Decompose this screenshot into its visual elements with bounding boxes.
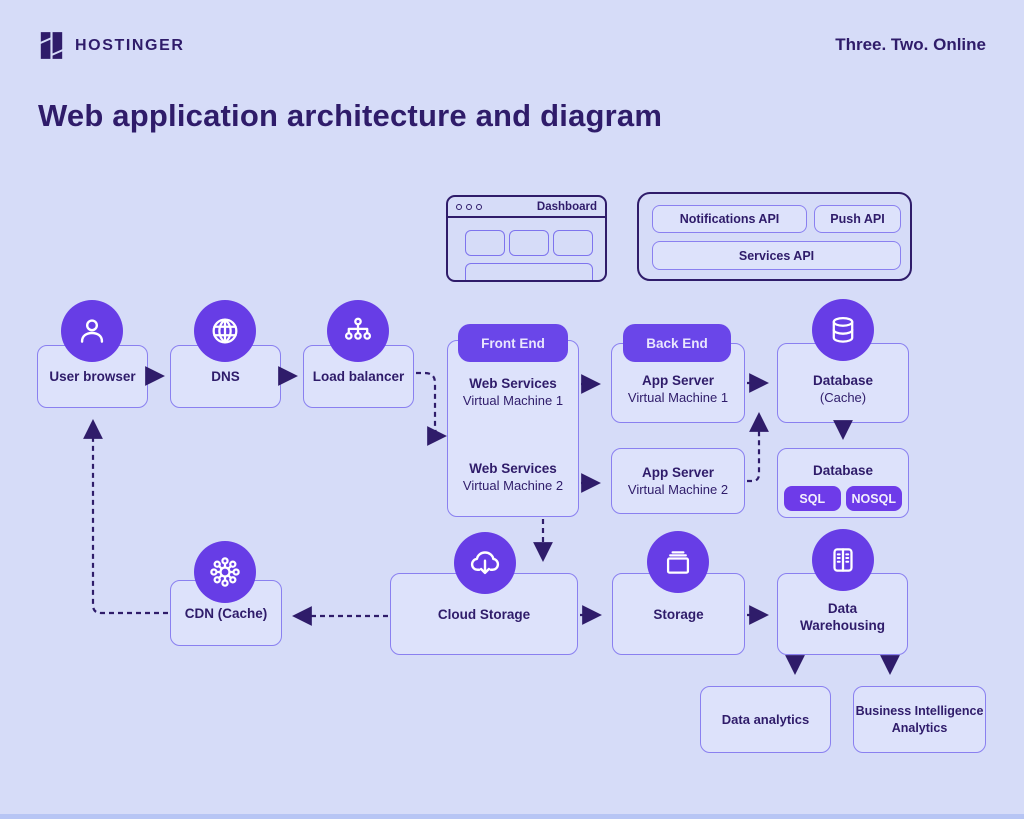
node-sublabel: Virtual Machine 1 [462,393,564,408]
services-api-box: Services API [652,241,901,270]
node-label: DNS [211,369,240,384]
storage-box-icon [666,551,690,574]
node-app-server-2: App Server Virtual Machine 2 [611,448,745,514]
node-label: Data [827,601,858,616]
node-label: Web Services [469,376,557,391]
hostinger-logo: HOSTINGER [38,30,185,61]
node-sublabel: (Cache) [819,390,867,405]
dns-icon-circle [194,300,256,362]
front-end-badge: Front End [458,324,568,362]
web-services-vm2: Web Services Virtual Machine 2 [463,460,563,494]
node-label: Business Intelligence [855,703,984,718]
node-web-services: Web Services Virtual Machine 1 Web Servi… [447,340,579,517]
node-label: App Server [641,465,715,480]
cloud-download-icon [470,551,500,575]
data-warehousing-icon-circle [812,529,874,591]
dashboard-window-titlebar: Dashboard [448,197,605,218]
node-label: User browser [49,369,136,384]
window-dot-icon [476,203,482,210]
connector-loadbalancer-webservices [416,371,447,446]
hierarchy-icon [344,317,372,340]
node-label: CDN (Cache) [184,605,268,621]
node-database: Database SQL NOSQL [777,448,909,518]
node-label: Warehousing [799,618,885,633]
back-end-badge: Back End [623,324,731,362]
brand-name: HOSTINGER [75,36,185,54]
dashboard-tile [509,230,549,256]
globe-icon [212,318,238,344]
window-dot-icon [456,203,462,210]
notifications-api-box: Notifications API [652,205,807,233]
node-label: Cloud Storage [437,606,531,622]
node-label: Data analytics [721,712,810,727]
node-data-analytics: Data analytics [700,686,831,753]
web-services-vm1: Web Services Virtual Machine 1 [463,375,563,409]
database-icon-circle [812,299,874,361]
storage-icon-circle [647,531,709,593]
node-sublabel: Virtual Machine 1 [627,390,729,405]
node-label: Web Services [469,461,557,476]
cloud-storage-icon-circle [454,532,516,594]
dashboard-tile [465,230,505,256]
node-label: Database [812,373,874,388]
cabinet-icon [833,548,853,572]
node-label: Analytics [891,720,948,735]
sql-badge: SQL [784,486,841,511]
dashboard-window: Dashboard [446,195,607,282]
push-api-box: Push API [814,205,901,233]
load-balancer-icon-circle [327,300,389,362]
dashboard-window-body [448,218,605,280]
dashboard-window-title: Dashboard [536,200,597,213]
user-browser-icon-circle [61,300,123,362]
node-label: Load balancer [312,369,405,384]
dashboard-tile-wide [465,263,593,280]
dashboard-tile [553,230,593,256]
node-dns: DNS [170,345,281,408]
bottom-strip [0,814,1024,819]
network-icon [210,557,240,587]
node-business-intelligence: Business Intelligence Analytics [853,686,986,753]
page-title: Web application architecture and diagram [38,98,663,133]
user-icon [80,319,104,343]
node-data-warehousing: Data Warehousing [777,573,908,655]
node-sublabel: Virtual Machine 2 [627,482,729,497]
database-icon [832,316,854,343]
tagline: Three. Two. Online [835,35,986,54]
cdn-icon-circle [194,541,256,603]
connector-cdn-userbrowser [83,419,168,615]
nosql-badge: NOSQL [845,486,902,511]
node-sublabel: Virtual Machine 2 [462,478,564,493]
node-label: Database [812,463,874,478]
node-label: App Server [641,373,715,388]
database-badges: SQL NOSQL [784,486,902,511]
api-panel: Notifications API Push API Services API [637,192,912,281]
node-label: Storage [653,606,704,622]
connector-appserver2-databasecache [747,412,769,483]
hostinger-logo-icon [40,32,63,59]
window-dot-icon [466,203,472,210]
